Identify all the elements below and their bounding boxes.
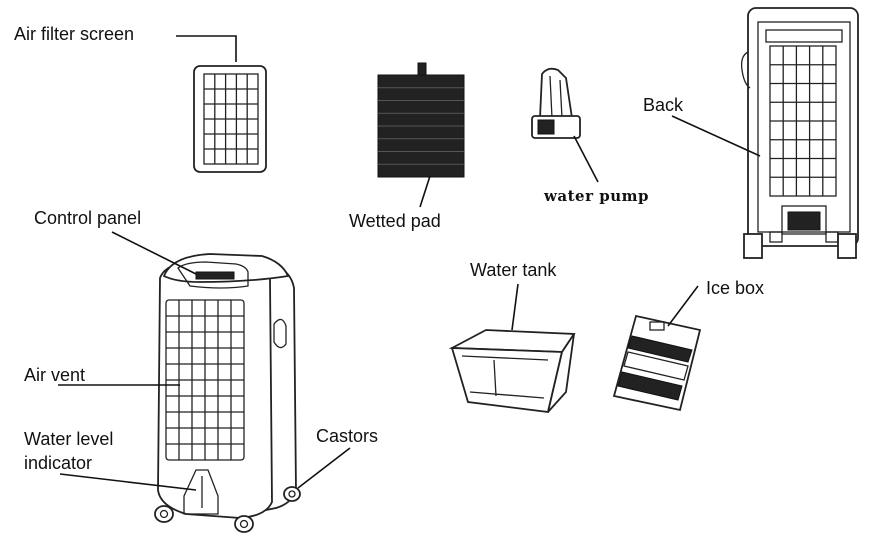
label-back: Back xyxy=(643,95,684,115)
air-cooler-unit xyxy=(154,253,301,533)
water-tank-part xyxy=(448,329,576,413)
leader-water-tank xyxy=(511,283,519,331)
leader-back xyxy=(671,115,761,157)
label-wetted-pad: Wetted pad xyxy=(349,211,441,231)
label-control-panel: Control panel xyxy=(34,208,141,228)
wetted-pad-part xyxy=(377,62,465,178)
air-filter-screen-part xyxy=(193,65,267,173)
label-castors: Castors xyxy=(316,426,378,446)
leader-air-filter-screen xyxy=(176,35,237,62)
leader-ice-box xyxy=(667,285,699,327)
label-water-level-line2: indicator xyxy=(24,453,92,473)
leader-castors xyxy=(297,447,351,489)
label-water-tank: Water tank xyxy=(470,260,557,280)
label-ice-box: Ice box xyxy=(706,278,764,298)
back-view-part xyxy=(740,7,859,259)
water-pump-part xyxy=(531,67,581,139)
leader-wetted-pad xyxy=(419,175,431,208)
label-air-vent: Air vent xyxy=(24,365,85,385)
leader-water-level-indicator xyxy=(59,473,197,491)
ice-box-part xyxy=(612,314,702,412)
leader-control-panel xyxy=(111,231,197,275)
label-air-filter-screen: Air filter screen xyxy=(14,24,134,44)
leader-water-pump xyxy=(573,135,599,183)
label-water-pump: water pump xyxy=(543,187,649,205)
label-water-level-line1: Water level xyxy=(24,429,113,449)
